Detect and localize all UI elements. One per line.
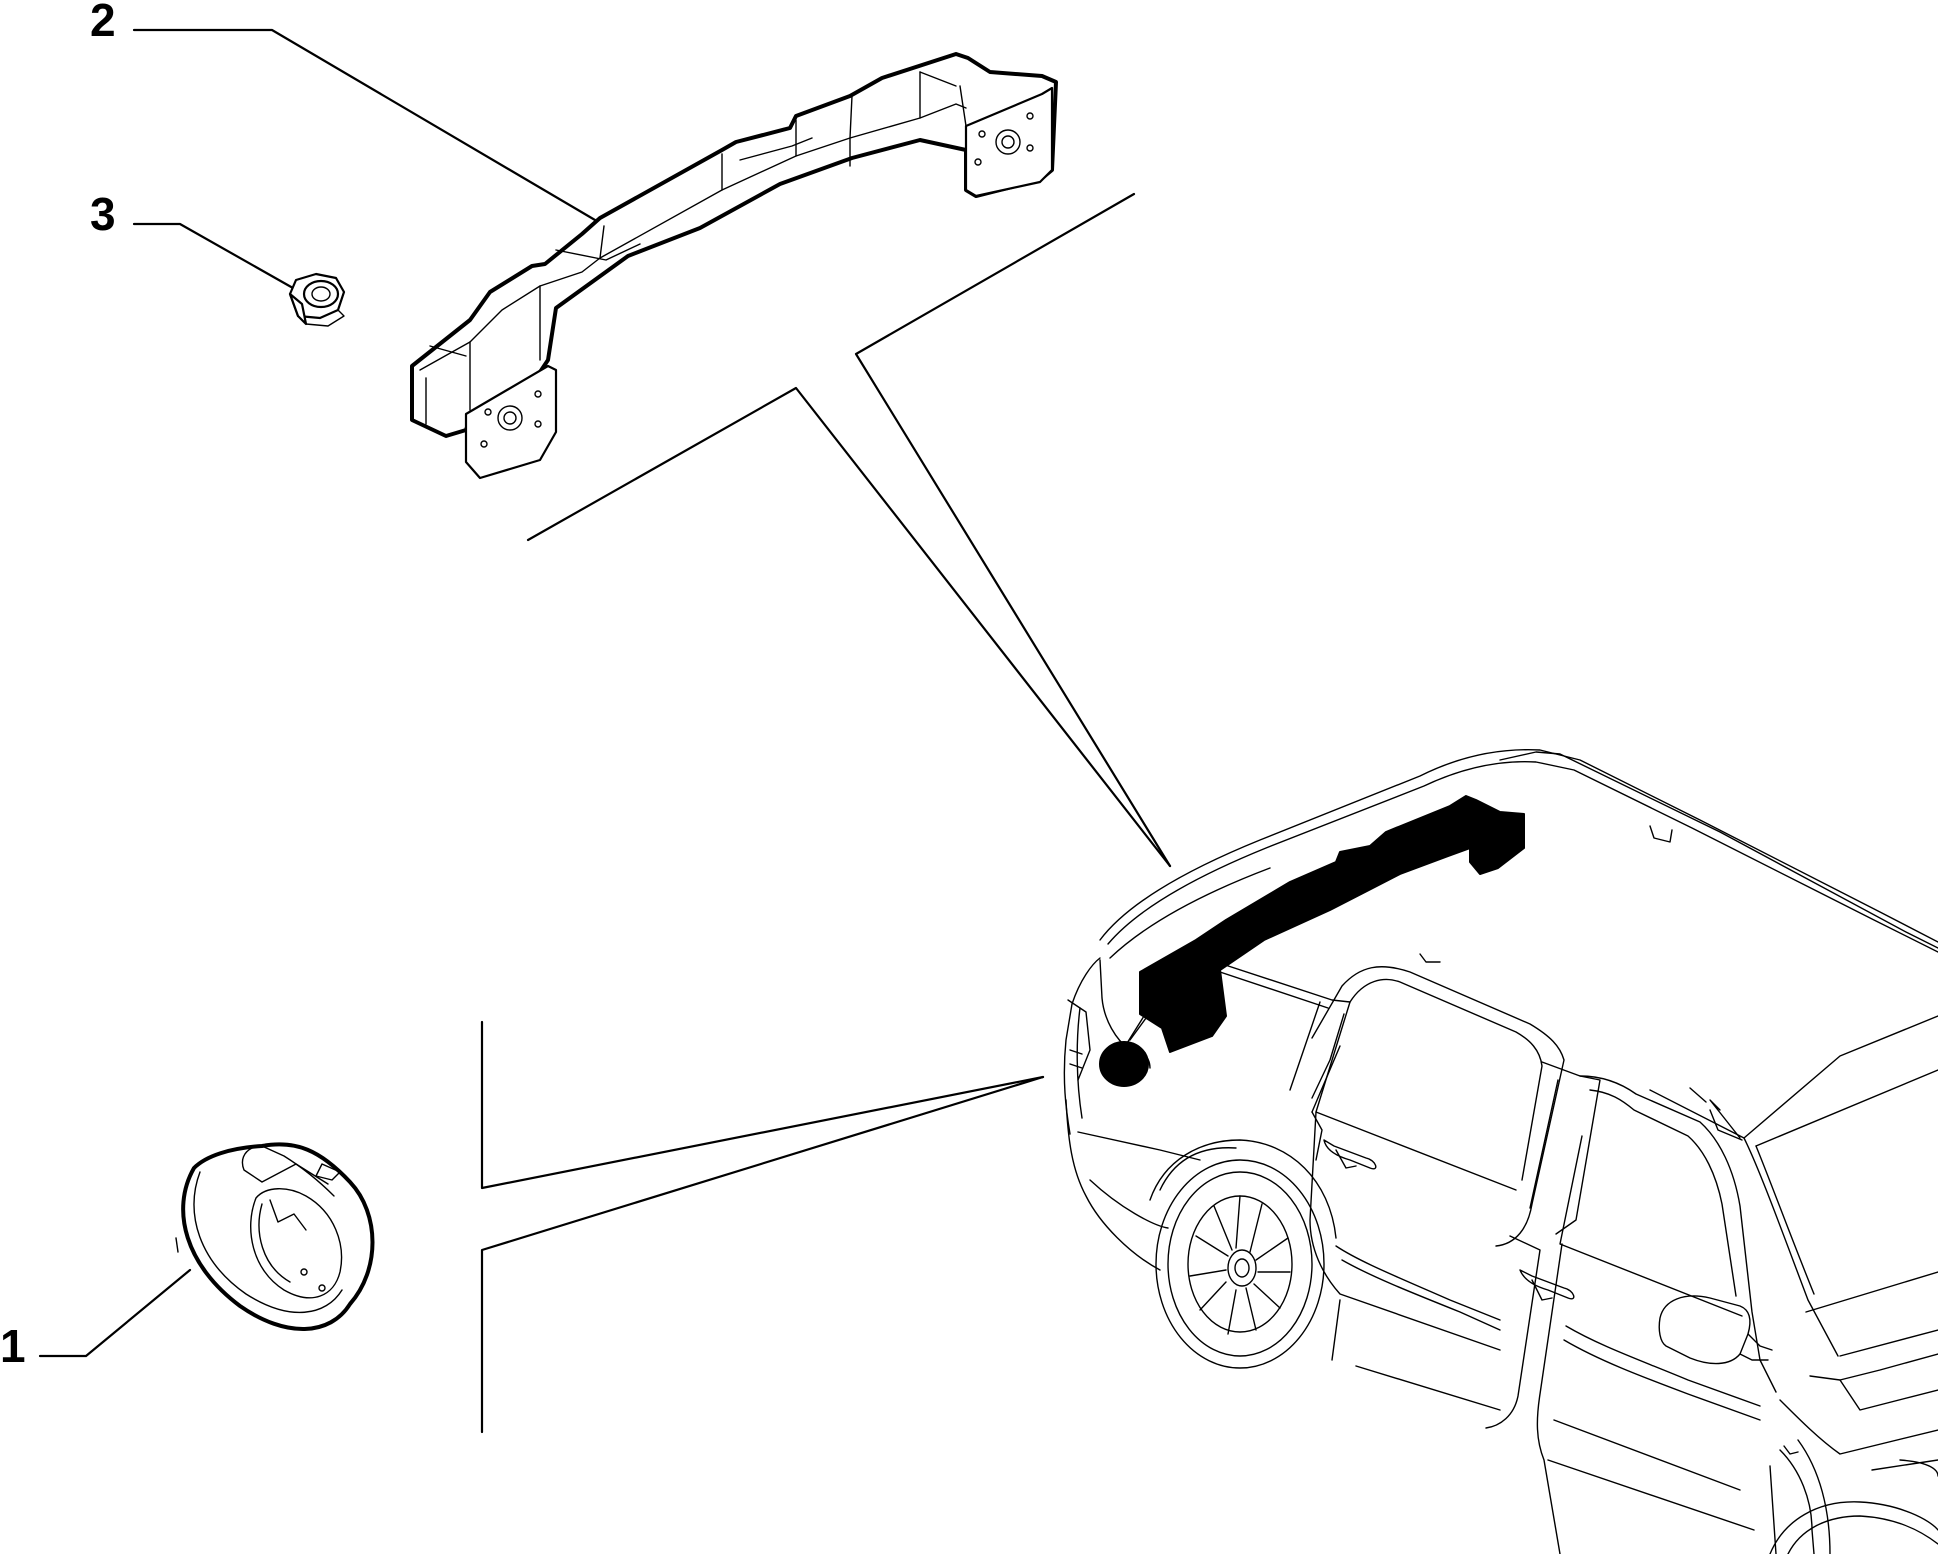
front-door-handle bbox=[1519, 1269, 1575, 1301]
connector-lines-cap bbox=[480, 1020, 1045, 1434]
rear-wheel bbox=[1149, 1139, 1337, 1369]
rear-door-handle bbox=[1323, 1139, 1377, 1170]
tow-hook-cap-part-1[interactable] bbox=[175, 1142, 375, 1331]
highlight-beam-on-car[interactable] bbox=[1139, 795, 1525, 1053]
car-illustration bbox=[1063, 749, 1938, 1554]
callout-label-3[interactable]: 3 bbox=[90, 188, 116, 240]
highlight-cap-on-car[interactable] bbox=[1099, 1041, 1151, 1087]
leader-line-2 bbox=[132, 28, 597, 222]
bumper-beam-part-2[interactable] bbox=[410, 52, 1058, 480]
leader-line-3 bbox=[132, 222, 302, 294]
leader-line-1 bbox=[38, 1268, 192, 1358]
callout-label-1[interactable]: 1 bbox=[0, 1320, 26, 1372]
connector-lines-beam bbox=[526, 192, 1172, 868]
side-mirror bbox=[1658, 1295, 1773, 1365]
callout-label-2[interactable]: 2 bbox=[90, 0, 116, 46]
hex-nut-part-3[interactable] bbox=[288, 272, 346, 327]
